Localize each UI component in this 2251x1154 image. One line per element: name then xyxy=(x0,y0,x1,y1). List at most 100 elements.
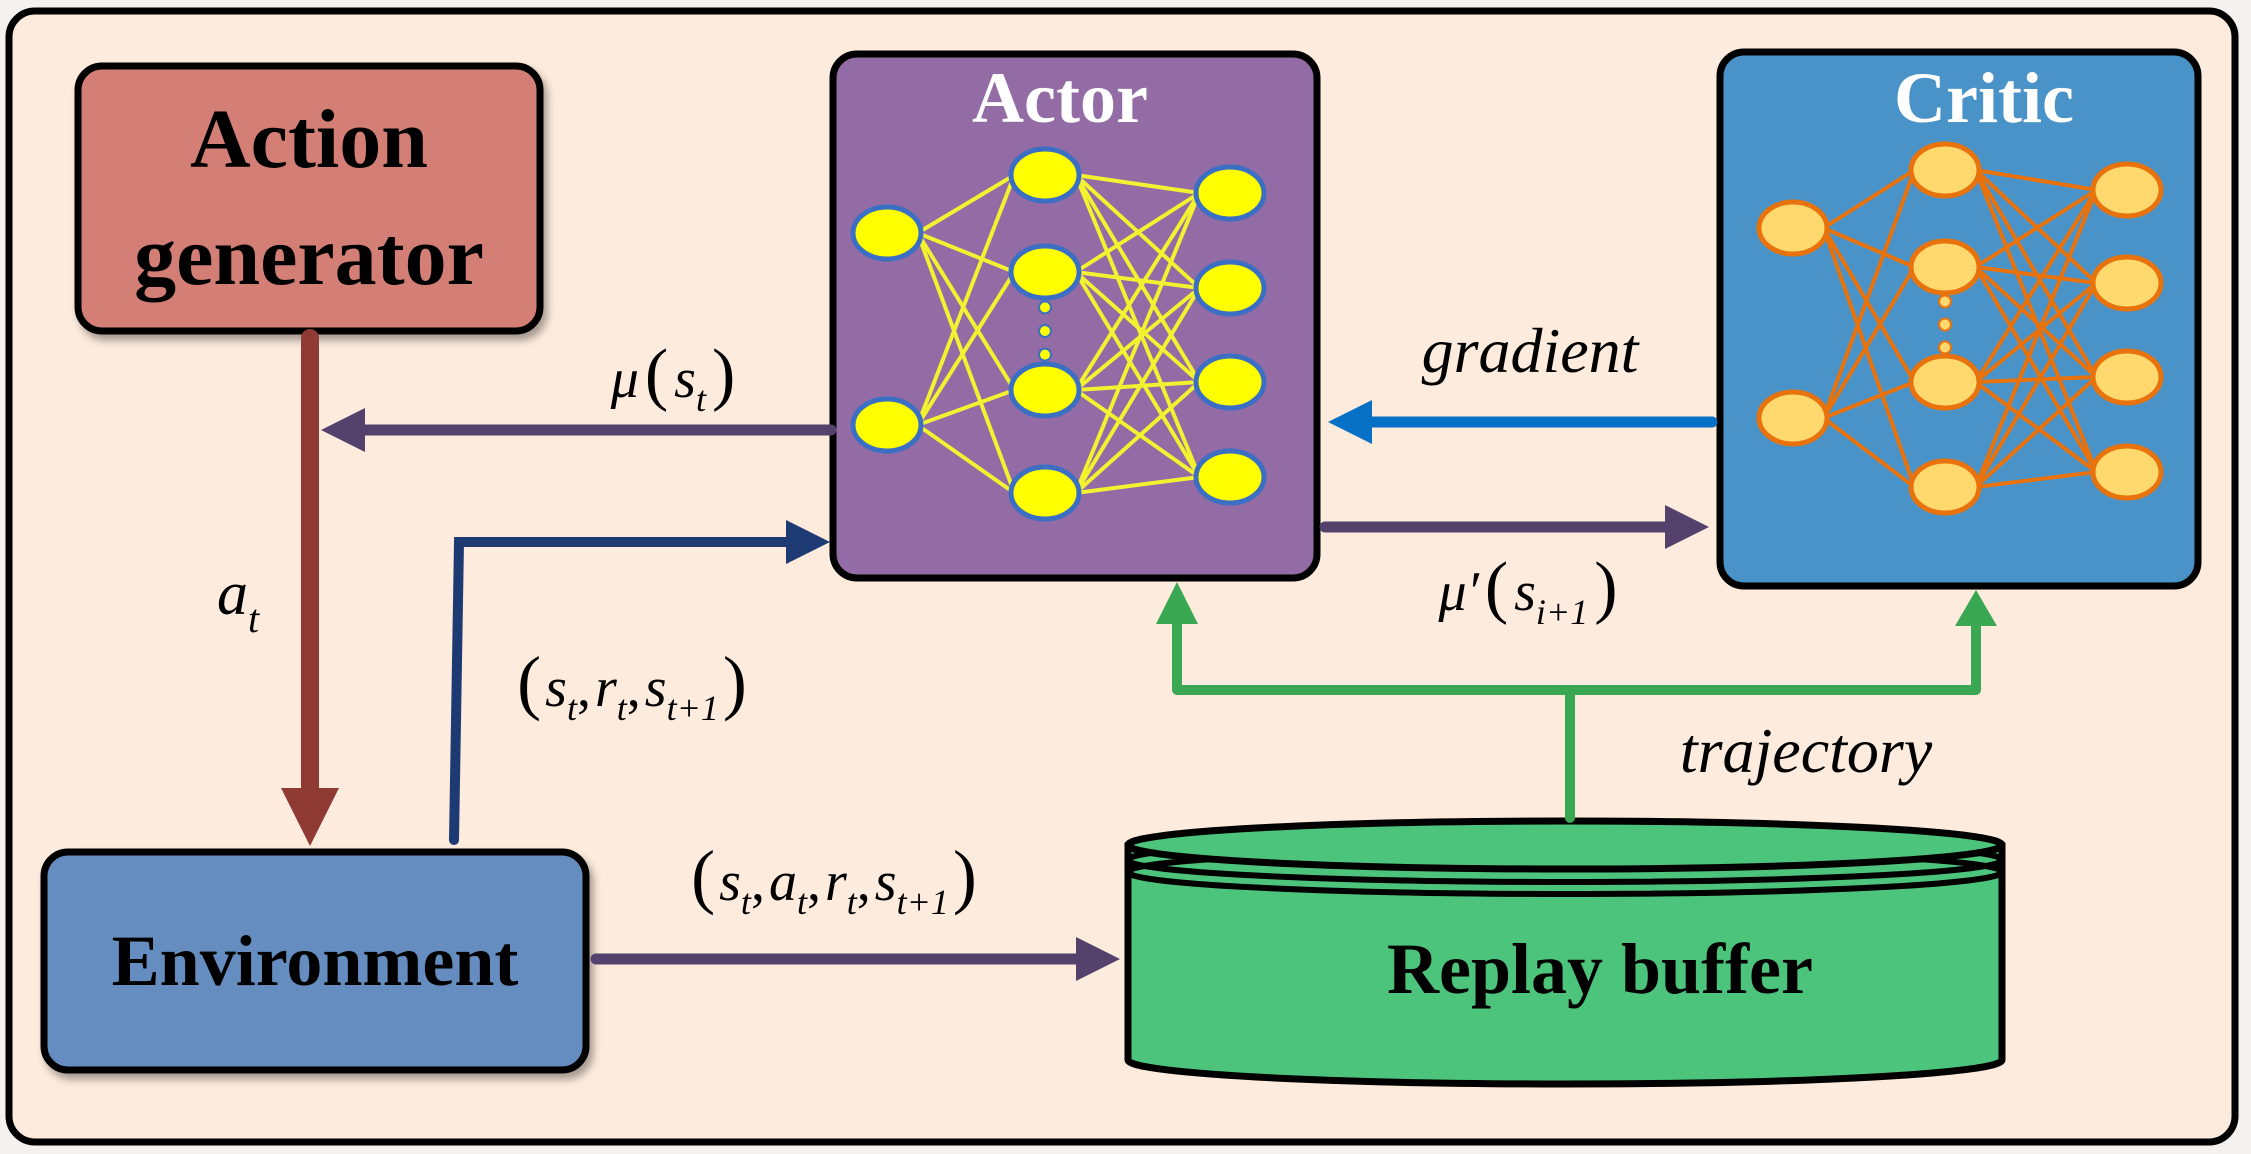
network-edge xyxy=(1973,188,2099,384)
network-edge xyxy=(1822,168,1916,230)
trajectory-to-actor-head xyxy=(1156,582,1198,624)
replay-buffer-label: Replay buffer xyxy=(1387,929,1813,1009)
network-edge xyxy=(1075,270,1200,290)
network-edge xyxy=(916,388,1016,427)
replay-buffer-cylinder[interactable]: Replay buffer xyxy=(1124,817,2006,1088)
arrow-head xyxy=(1076,937,1120,981)
network-edge xyxy=(1074,270,1201,384)
network-edge xyxy=(1975,375,2097,384)
network-edge xyxy=(915,231,1017,392)
hidden-neuron xyxy=(1008,146,1082,204)
hidden-neuron xyxy=(1008,361,1082,419)
input-neuron xyxy=(850,396,924,454)
input-neuron xyxy=(850,204,924,262)
actor-network xyxy=(850,146,1267,522)
hidden-neuron xyxy=(1908,458,1982,516)
critic-network xyxy=(1756,141,2164,516)
input-neuron xyxy=(1756,389,1830,447)
output-neuron xyxy=(2090,443,2164,501)
state-to-actor-arrow xyxy=(449,520,830,845)
actor-label: Actor xyxy=(972,58,1148,138)
network-edge xyxy=(1821,226,1917,384)
arrow-head xyxy=(321,408,365,452)
action-generator-label-line2: generator xyxy=(134,210,484,303)
mu-st-label: μ(st) xyxy=(610,336,736,419)
output-neuron xyxy=(2090,348,2164,406)
network-edge xyxy=(1075,380,1200,392)
hidden-neuron xyxy=(1908,353,1982,411)
network-edge xyxy=(1821,227,1917,488)
trajectory-label: trajectory xyxy=(1680,715,1933,786)
network-edge xyxy=(1974,265,2098,379)
transition-arrow xyxy=(590,937,1120,981)
critic-box[interactable]: Critic xyxy=(1716,48,2202,590)
network-edge xyxy=(915,270,1017,427)
network-edge xyxy=(1073,270,1202,479)
network-edge xyxy=(1822,226,1916,269)
hidden-neuron xyxy=(1908,238,1982,296)
transition-tuple-label: (st,at,rt,st+1) xyxy=(691,836,977,922)
ellipsis-dot xyxy=(1938,317,1952,332)
ellipsis-dot xyxy=(1038,300,1052,315)
action-generator-box[interactable]: Action generator xyxy=(74,62,544,335)
ellipsis-dot xyxy=(1938,340,1952,355)
actor-box[interactable]: Actor xyxy=(829,50,1321,582)
output-neuron xyxy=(1193,164,1267,222)
network-edge xyxy=(1075,475,1200,495)
mu-prime-arrow xyxy=(1319,505,1709,549)
arrow-head xyxy=(1665,505,1709,549)
network-edge xyxy=(1074,191,1201,274)
network-edge xyxy=(1073,286,1202,495)
network-edge xyxy=(1074,388,1201,479)
network-edge xyxy=(1973,265,2099,474)
action-arrow xyxy=(281,329,339,846)
network-edges xyxy=(1821,168,2099,489)
ellipsis-dot xyxy=(1038,347,1052,362)
gradient-arrow xyxy=(1328,400,1718,444)
network-edges xyxy=(915,173,1202,495)
hidden-neuron xyxy=(1908,141,1982,199)
network-edge xyxy=(1974,380,2098,474)
network-edge xyxy=(1975,265,2097,285)
trajectory-to-critic-head xyxy=(1955,590,1997,626)
network-edge xyxy=(1073,191,1202,392)
state-reward-tuple-label: (st,rt,st+1) xyxy=(517,642,747,728)
network-edge xyxy=(916,423,1016,495)
network-edge xyxy=(1074,380,1201,495)
critic-label: Critic xyxy=(1894,58,2074,138)
network-edge xyxy=(1073,192,1202,494)
network-edge xyxy=(916,231,1016,274)
network-edge xyxy=(915,232,1017,494)
network-edge xyxy=(1822,380,1916,420)
network-edge xyxy=(1974,375,2098,489)
environment-box[interactable]: Environment xyxy=(40,848,590,1074)
ellipsis-dot xyxy=(1038,324,1052,338)
mu-prime-label: μ′(si+1) xyxy=(1437,549,1617,632)
gradient-label: gradient xyxy=(1422,315,1641,386)
mu-st-arrow xyxy=(321,408,837,452)
arrow-head xyxy=(281,788,339,846)
network-edge xyxy=(1822,416,1916,489)
network-edge xyxy=(1973,189,2099,488)
network-edge xyxy=(1821,169,1917,419)
hidden-neuron xyxy=(1008,243,1082,301)
ellipsis-dot xyxy=(1938,294,1952,309)
network-edge xyxy=(1975,470,2097,489)
environment-label: Environment xyxy=(112,921,519,1001)
action-generator-label-line1: Action xyxy=(190,93,428,186)
trajectory-arrows xyxy=(1156,582,1997,823)
network-edge xyxy=(1973,281,2099,489)
arrow-head xyxy=(786,520,830,564)
network-edge xyxy=(1075,173,1200,195)
output-neuron xyxy=(1193,448,1267,506)
network-edge xyxy=(1821,265,1917,420)
output-neuron xyxy=(2090,161,2164,219)
arrow-line xyxy=(449,537,793,845)
network-edge xyxy=(1975,168,2097,192)
trajectory-branch xyxy=(1172,620,1981,695)
output-neuron xyxy=(2090,254,2164,312)
network-edge xyxy=(1974,281,2098,384)
input-neuron xyxy=(1756,199,1830,257)
network-edge xyxy=(916,173,1016,235)
